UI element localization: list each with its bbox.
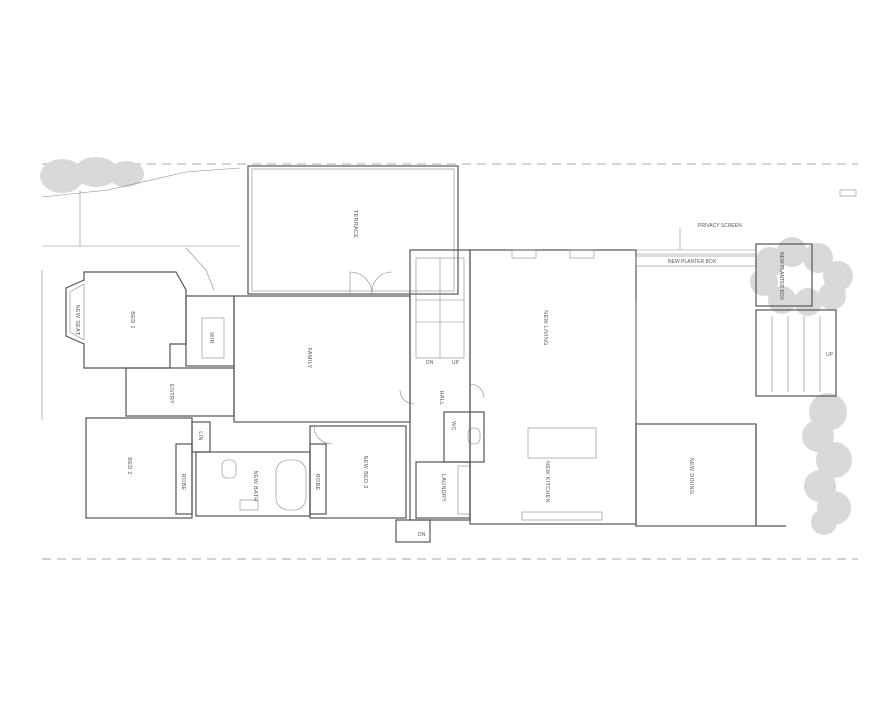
new-dining-outline [635,423,757,527]
note-stair-up: UP [452,360,460,366]
terrace-outline [247,165,459,295]
tree-right-row [802,393,852,535]
room-label-new-dining: NEW DINING [688,458,694,495]
window [511,249,537,259]
tree-right-planter [750,237,853,316]
room-label-terrace: TERRACE [352,210,358,238]
new-living-outline [469,249,637,525]
room-label-new-seat: NEW SEAT [74,305,80,336]
wir-inner [201,317,225,359]
room-label-hall: HALL [438,391,444,406]
wc-outline [443,411,485,463]
family-outline [233,295,411,423]
gate-marker [839,189,857,197]
room-label-new-bath: NEW BATH [252,470,258,501]
bathtub [275,459,307,511]
room-label-bed-1: BED 1 [129,311,135,328]
note-new-planter-box: NEW PLANTER BOX [668,259,717,265]
door-swing [399,389,415,405]
note-entry-dn: DN [418,532,426,538]
robe-left-outline [175,443,193,515]
door-swing [469,383,485,399]
room-label-wc: WC [450,421,456,431]
wc-toilet [467,427,481,445]
wir-outline [185,295,235,367]
deck-outline [755,309,837,397]
new-seat-outline [69,283,85,341]
window [569,249,595,259]
terrace-inner [251,168,455,292]
door-swing [371,271,393,295]
kitchen-bench [521,511,603,521]
room-label-robe-left: ROBE [180,474,186,491]
toilet [221,459,237,479]
planter-box-tree [755,243,813,307]
room-label-new-bed-3: NEW BED 3 [362,456,368,489]
door-swing [313,425,333,445]
kitchen-island [527,427,597,459]
room-label-family: FAMILY [306,348,312,369]
new-bed-3-outline [309,425,407,519]
room-label-new-kitchen: NEW KITCHEN [544,461,550,503]
note-deck-up: UP [826,352,834,358]
site-line [185,247,215,291]
room-label-wir: WIR [208,332,214,344]
entry-outline [125,367,235,417]
laundry-bench [457,465,471,515]
room-label-entry: ENTRY [168,384,174,404]
note-new-planter-box-tree: NEW PLANTER BOX [778,252,784,301]
note-privacy-screen: PRIVACY SCREEN [698,223,742,229]
tree-top-left [40,157,144,193]
note-stair-dn: DN [426,360,434,366]
room-label-new-living: NEW LIVING [542,310,548,345]
room-label-robe-right: ROBE [314,474,320,491]
entry-step [395,519,431,543]
basin [239,499,259,511]
room-label-laundry: LAUNDRY [440,474,446,502]
room-label-bed-2: BED 2 [126,457,132,474]
site-line [41,167,241,198]
room-label-lin: LIN [197,431,203,440]
robe-right-outline [309,443,327,515]
